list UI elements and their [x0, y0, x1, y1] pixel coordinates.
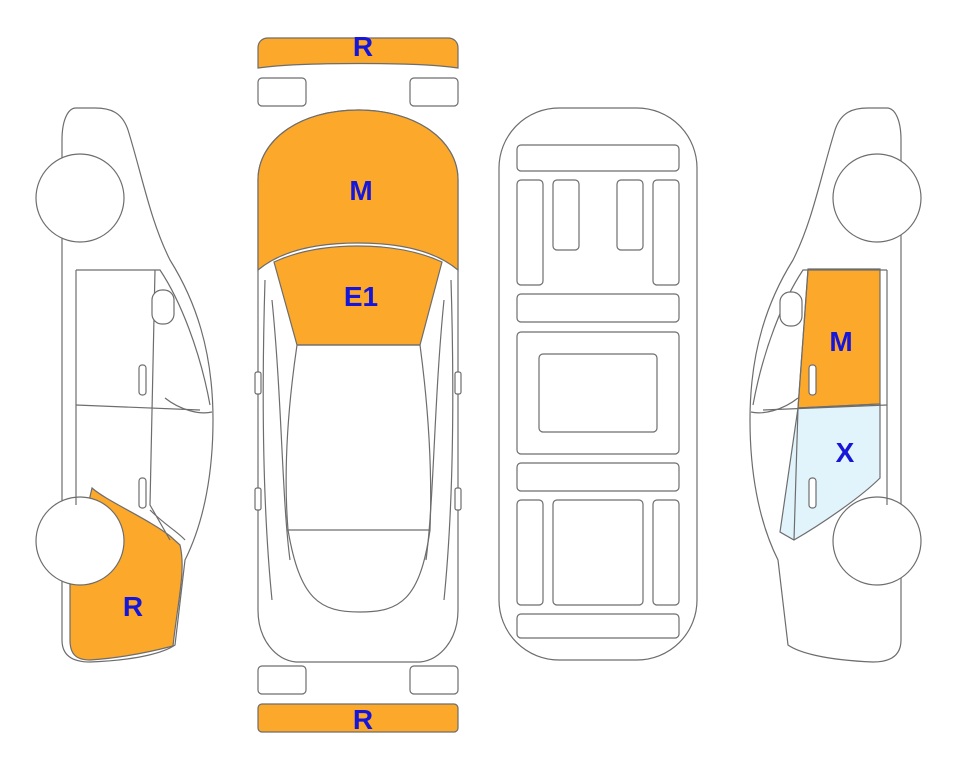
rear-bumper [257, 703, 459, 733]
front-bumper [257, 37, 459, 69]
underbody-view [498, 107, 698, 661]
right-front-wheel [832, 153, 922, 243]
right-rear-wheel [832, 496, 922, 586]
left-rear-wheel [35, 496, 125, 586]
rear-right-light [409, 665, 459, 695]
right-side-view: M X [749, 107, 922, 663]
front-left-light [257, 77, 307, 107]
front-bumper-label: R [353, 31, 373, 62]
hood-label: M [349, 175, 372, 206]
right-mirror [779, 291, 803, 327]
rear-bumper-label: R [353, 704, 373, 735]
windshield-label: E1 [344, 281, 378, 312]
right-front-handle [808, 364, 817, 396]
windshield-panel [273, 245, 443, 346]
left-mirror [151, 289, 175, 325]
right-front-door-label: M [829, 326, 852, 357]
left-front-wheel [35, 153, 125, 243]
left-rear-damage-label: R [123, 591, 143, 622]
top-view: R M E1 R [254, 31, 462, 735]
left-side-view: R [35, 107, 214, 663]
front-right-light [409, 77, 459, 107]
right-rear-door-label: X [836, 437, 855, 468]
left-rear-handle [138, 477, 147, 509]
rear-left-light [257, 665, 307, 695]
right-rear-handle [808, 477, 817, 509]
left-front-handle [138, 364, 147, 396]
hood-panel [257, 109, 459, 272]
